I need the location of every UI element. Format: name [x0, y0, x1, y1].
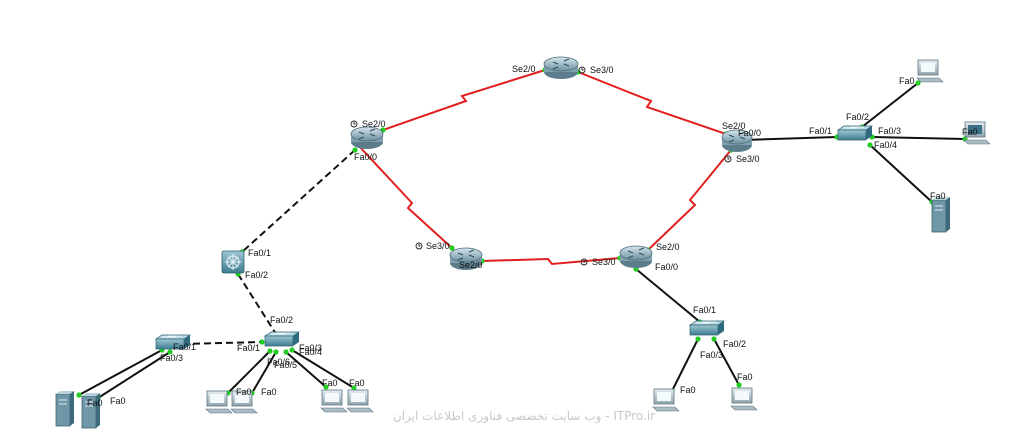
eth-link-switch-server-right[interactable]	[869, 144, 933, 203]
port-label: Fa0/3	[878, 126, 901, 136]
switch-right-bottom[interactable]	[688, 320, 726, 336]
pc-center-1[interactable]	[205, 390, 233, 414]
port-label: Fa0/2	[846, 112, 869, 122]
clock-icons	[350, 66, 732, 266]
router-right[interactable]	[721, 129, 753, 152]
port-label: Fa0/5	[274, 360, 297, 370]
port-label: Se3/0	[590, 65, 614, 75]
serial-link-left-top[interactable]	[382, 69, 546, 131]
port-label: Fa0/1	[809, 126, 832, 136]
host-port-label: Fa0	[87, 398, 103, 408]
serial-link-midleft-midright[interactable]	[481, 257, 621, 266]
eth-link-switch-pc-right[interactable]	[871, 136, 966, 140]
host-port-label: Fa0	[261, 387, 277, 397]
clock-icon	[415, 242, 423, 250]
eth-link-center-pc1[interactable]	[227, 350, 271, 394]
router-left[interactable]	[350, 126, 384, 149]
host-port-label: Fa0	[349, 378, 365, 388]
host-port-label: Fa0	[236, 387, 252, 397]
pc-center-3[interactable]	[320, 389, 348, 413]
port-label: Fa0/3	[160, 353, 183, 363]
eth-link-midright-switch[interactable]	[635, 268, 701, 323]
host-port-label: Fa0	[930, 191, 946, 201]
clock-icon	[724, 155, 732, 163]
port-label: Se2/0	[459, 260, 483, 270]
eth-link-switch-pc-a[interactable]	[671, 338, 699, 392]
port-label: Fa0/0	[354, 152, 377, 162]
pc-center-4[interactable]	[346, 389, 374, 413]
server-left-2[interactable]	[81, 393, 100, 429]
port-label: Fa0/4	[299, 347, 322, 357]
serial-link-right-midright[interactable]	[647, 149, 732, 251]
host-port-label: Fa0	[899, 76, 915, 86]
port-label: Se3/0	[426, 241, 450, 251]
port-lights	[76, 67, 968, 401]
port-label: Fa0/2	[245, 270, 268, 280]
router-mid-right[interactable]	[619, 245, 653, 268]
port-label: Fa0/2	[270, 315, 293, 325]
router-top[interactable]	[543, 56, 579, 79]
port-label: Se3/0	[736, 154, 760, 164]
eth-link-center-pc3[interactable]	[285, 351, 327, 388]
host-port-label: Fa0	[110, 396, 126, 406]
port-label: Fa0/1	[693, 305, 716, 315]
port-label: Fa0/3	[299, 343, 322, 353]
port-label: Fa0/3	[700, 350, 723, 360]
server-left-1[interactable]	[55, 391, 74, 427]
host-port-label: Fa0	[737, 372, 753, 382]
port-label: Se2/0	[512, 64, 536, 74]
port-label: Fa0/6	[267, 357, 290, 367]
host-port-label: Fa0	[680, 385, 696, 395]
eth-link-leftswitch-server2[interactable]	[97, 351, 171, 399]
clock-icon	[350, 120, 358, 128]
pc-bottom-right-a[interactable]	[652, 388, 680, 412]
port-label: Se3/0	[592, 257, 616, 267]
eth-link-switch-pc-b[interactable]	[713, 338, 740, 386]
watermark: وب سایت تخصصی فناوری اطلاعات ایران - ITP…	[393, 409, 655, 424]
clock-icon	[578, 66, 586, 74]
serial-link-top-right[interactable]	[577, 71, 727, 135]
links	[78, 69, 966, 399]
switch-right-top[interactable]	[836, 125, 874, 141]
pc-bottom-right-b[interactable]	[730, 387, 758, 411]
port-label: Fa0/0	[738, 128, 761, 138]
eth-link-center-pc4[interactable]	[291, 349, 355, 389]
port-label: Se2/0	[722, 121, 746, 131]
port-label: Fa0/1	[173, 342, 196, 352]
port-label: Se2/0	[362, 119, 386, 129]
port-label: Fa0/4	[874, 140, 897, 150]
port-label: Fa0/2	[723, 339, 746, 349]
eth-link-left-router-mlswitch[interactable]	[241, 149, 356, 253]
pc-right-mid[interactable]	[963, 121, 991, 145]
host-port-label: Fa0	[322, 378, 338, 388]
eth-link-leftswitch-center[interactable]	[181, 341, 263, 345]
host-port-label: Fa0	[962, 127, 978, 137]
router-mid-left[interactable]	[449, 247, 483, 270]
port-label: Fa0/0	[655, 262, 678, 272]
multilayer-switch[interactable]	[221, 250, 245, 274]
port-label: Se2/0	[656, 242, 680, 252]
port-labels: Se2/0 Se3/0 Se2/0 Fa0/0 Se2/0 Fa0/0 Se3/…	[87, 64, 978, 408]
eth-link-leftswitch-server1[interactable]	[78, 349, 163, 396]
switch-center[interactable]	[263, 331, 301, 347]
port-label: Fa0/1	[237, 343, 260, 353]
clock-icon	[580, 258, 588, 266]
eth-link-center-pc2[interactable]	[251, 351, 277, 394]
eth-link-right-router-switch[interactable]	[743, 136, 838, 141]
eth-link-mlswitch-center[interactable]	[237, 273, 277, 335]
server-right[interactable]	[931, 197, 950, 233]
eth-link-switch-pc-top[interactable]	[861, 82, 919, 128]
serial-link-left-midleft[interactable]	[357, 144, 453, 249]
port-label: Fa0/1	[248, 248, 271, 258]
pc-center-2[interactable]	[230, 390, 258, 414]
switch-left[interactable]	[154, 334, 192, 350]
pc-right-top[interactable]	[916, 59, 944, 83]
